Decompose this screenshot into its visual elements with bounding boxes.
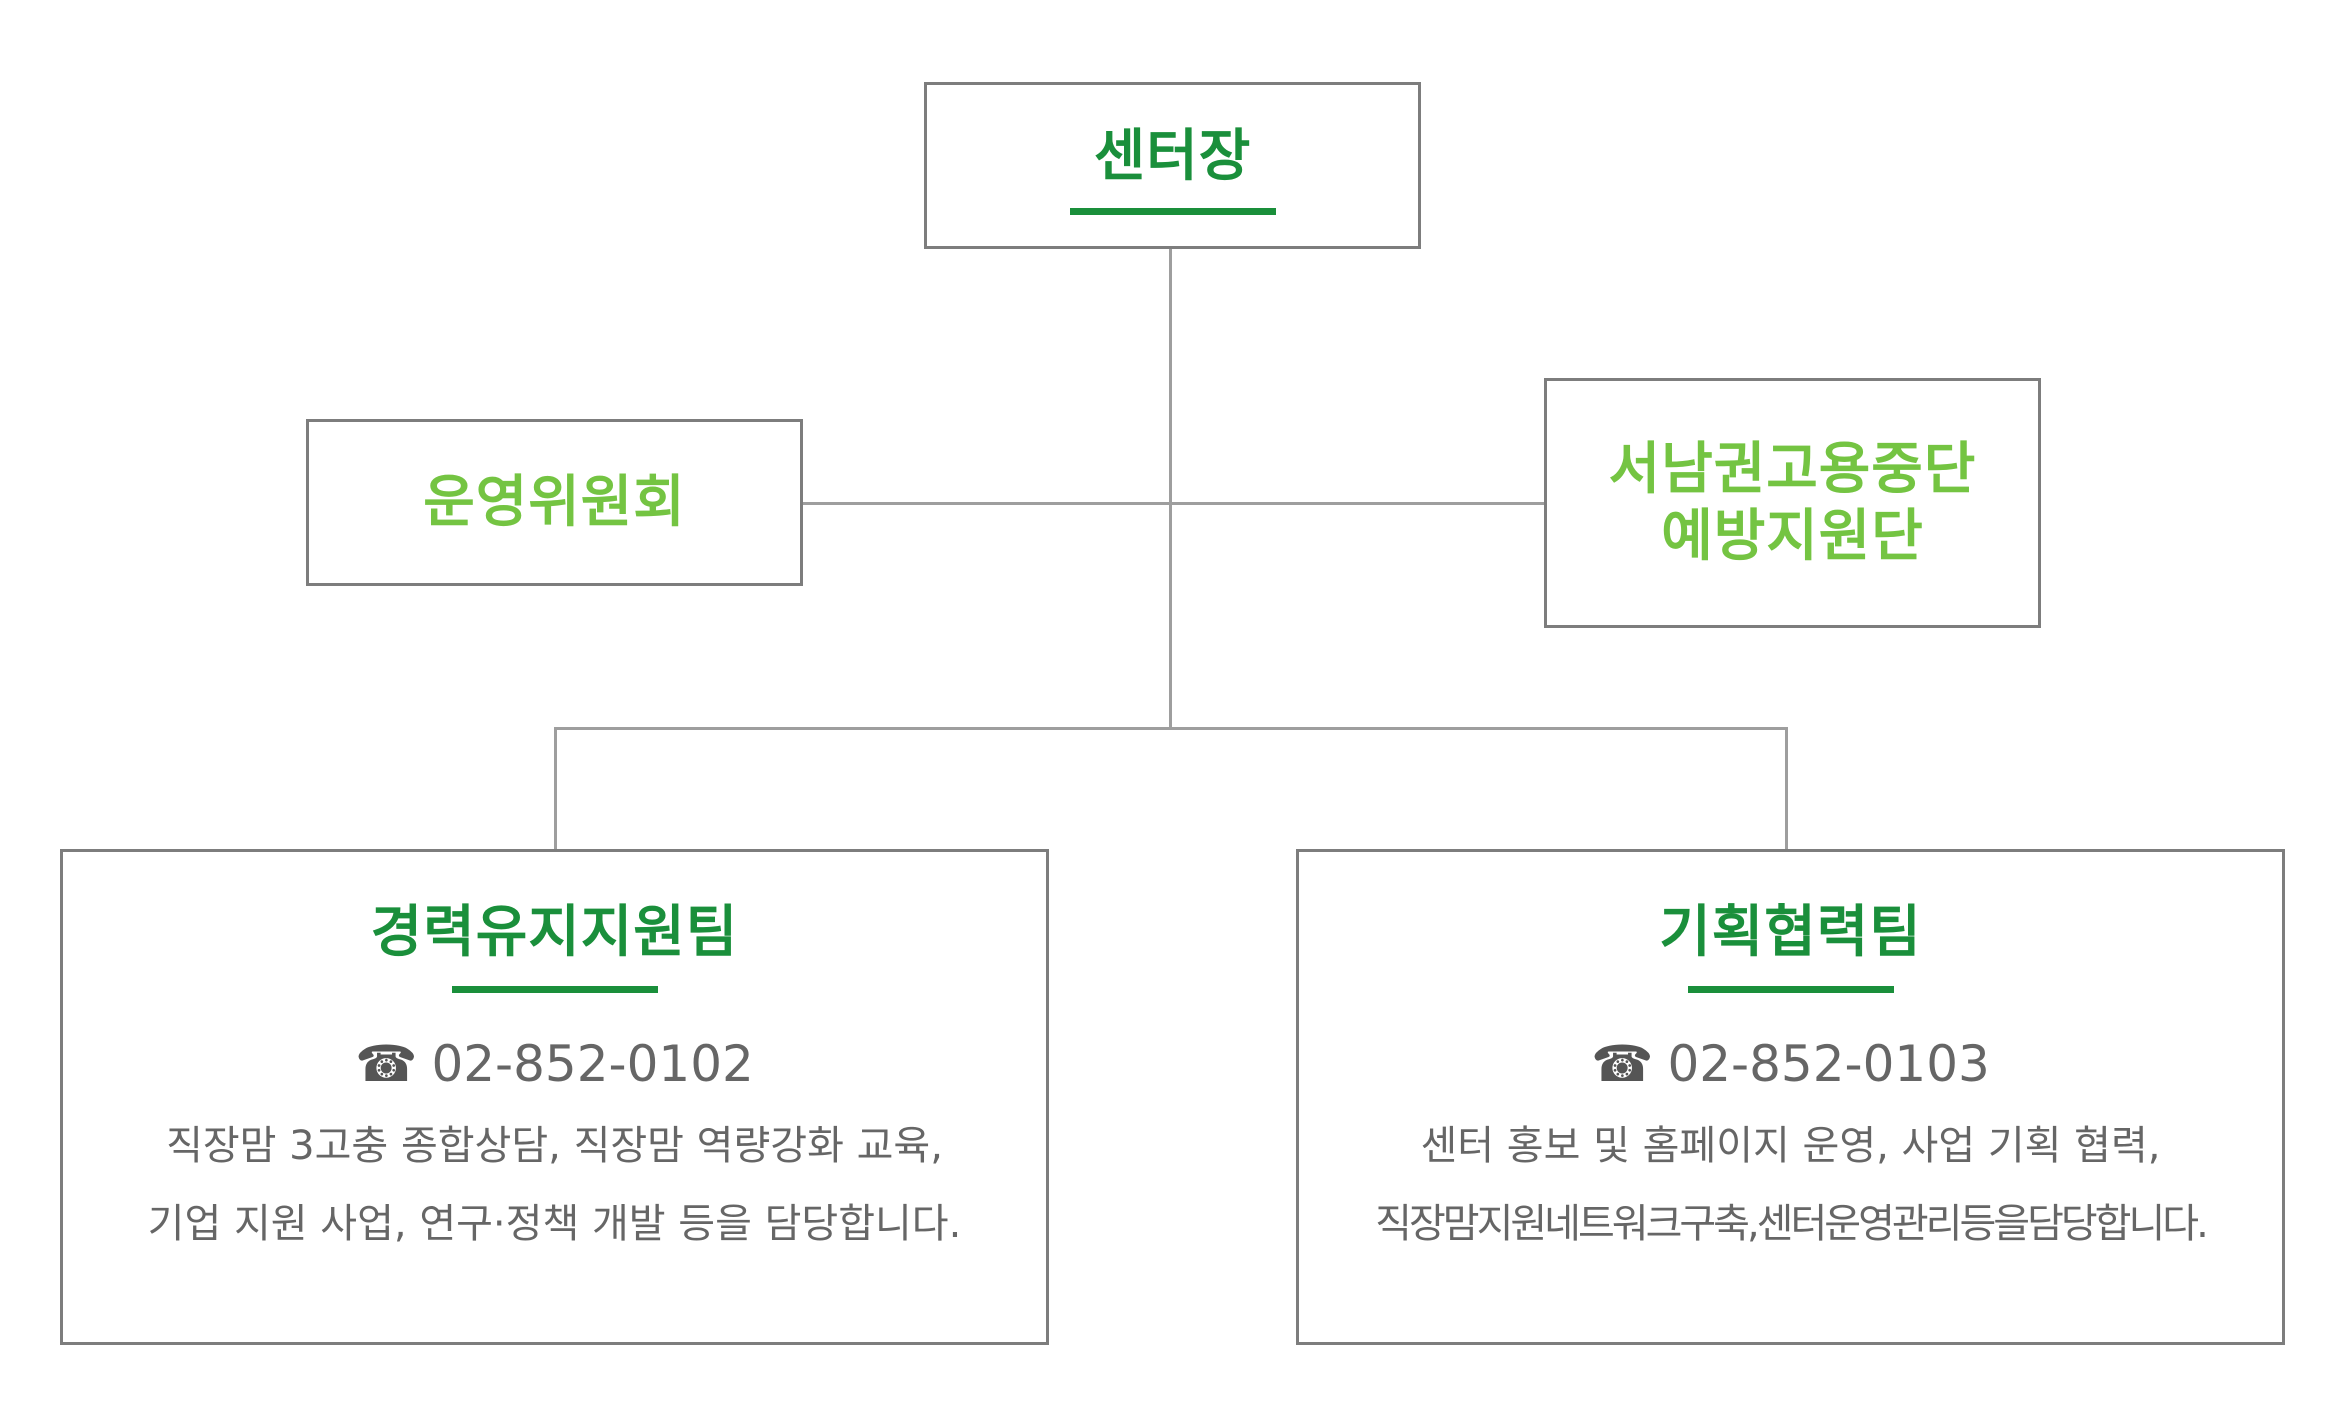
connector-team-career-vertical: [554, 727, 557, 852]
team-planning-underline: [1687, 985, 1894, 993]
node-prevention-support-group-title: 서남권고용중단 예방지원단: [1608, 436, 1977, 569]
connector-side-horizontal: [803, 502, 1544, 505]
connector-team-planning-vertical: [1785, 727, 1788, 852]
team-career-description-line2: 기업 지원 사업, 연구·정책 개발 등을 담당합니다.: [147, 1200, 962, 1247]
team-career-phone-number: 02-852-0102: [431, 1034, 754, 1093]
team-career-description: 직장맘 3고충 종합상담, 직장맘 역량강화 교육, 기업 지원 사업, 연구·…: [148, 1107, 962, 1263]
node-center-director: 센터장: [924, 82, 1421, 249]
team-planning-title: 기획협력팀: [1659, 900, 1922, 965]
telephone-icon: ☎: [355, 1034, 418, 1093]
node-prevention-support-group: 서남권고용중단 예방지원단: [1544, 378, 2041, 628]
team-career-phone: ☎ 02-852-0102: [355, 1035, 754, 1093]
team-planning-description-line2: 직장맘지원네트워크구축,센터운영관리등을담당합니다.: [1375, 1200, 2209, 1247]
team-planning-phone: ☎ 02-852-0103: [1591, 1035, 1990, 1093]
node-center-director-underline: [1069, 207, 1276, 215]
team-career-description-line1: 직장맘 3고충 종합상담, 직장맘 역량강화 교육,: [166, 1122, 943, 1169]
connector-head-vertical: [1169, 247, 1172, 730]
team-planning-description: 센터 홍보 및 홈페이지 운영, 사업 기획 협력, 직장맘지원네트워크구축,센…: [1375, 1107, 2209, 1263]
node-operating-committee: 운영위원회: [306, 419, 803, 586]
connector-teams-horizontal: [554, 727, 1788, 730]
team-planning-phone-number: 02-852-0103: [1667, 1034, 1990, 1093]
team-planning-description-line1: 센터 홍보 및 홈페이지 운영, 사업 기획 협력,: [1420, 1122, 2161, 1169]
node-center-director-title: 센터장: [1093, 124, 1252, 190]
team-career-underline: [451, 985, 658, 993]
node-operating-committee-title: 운영위원회: [423, 469, 686, 535]
node-team-planning-cooperation: 기획협력팀 ☎ 02-852-0103 센터 홍보 및 홈페이지 운영, 사업 …: [1296, 849, 2285, 1345]
node-team-career-maintenance: 경력유지지원팀 ☎ 02-852-0102 직장맘 3고충 종합상담, 직장맘 …: [60, 849, 1049, 1345]
telephone-icon: ☎: [1591, 1034, 1654, 1093]
team-career-title: 경력유지지원팀: [370, 900, 739, 965]
